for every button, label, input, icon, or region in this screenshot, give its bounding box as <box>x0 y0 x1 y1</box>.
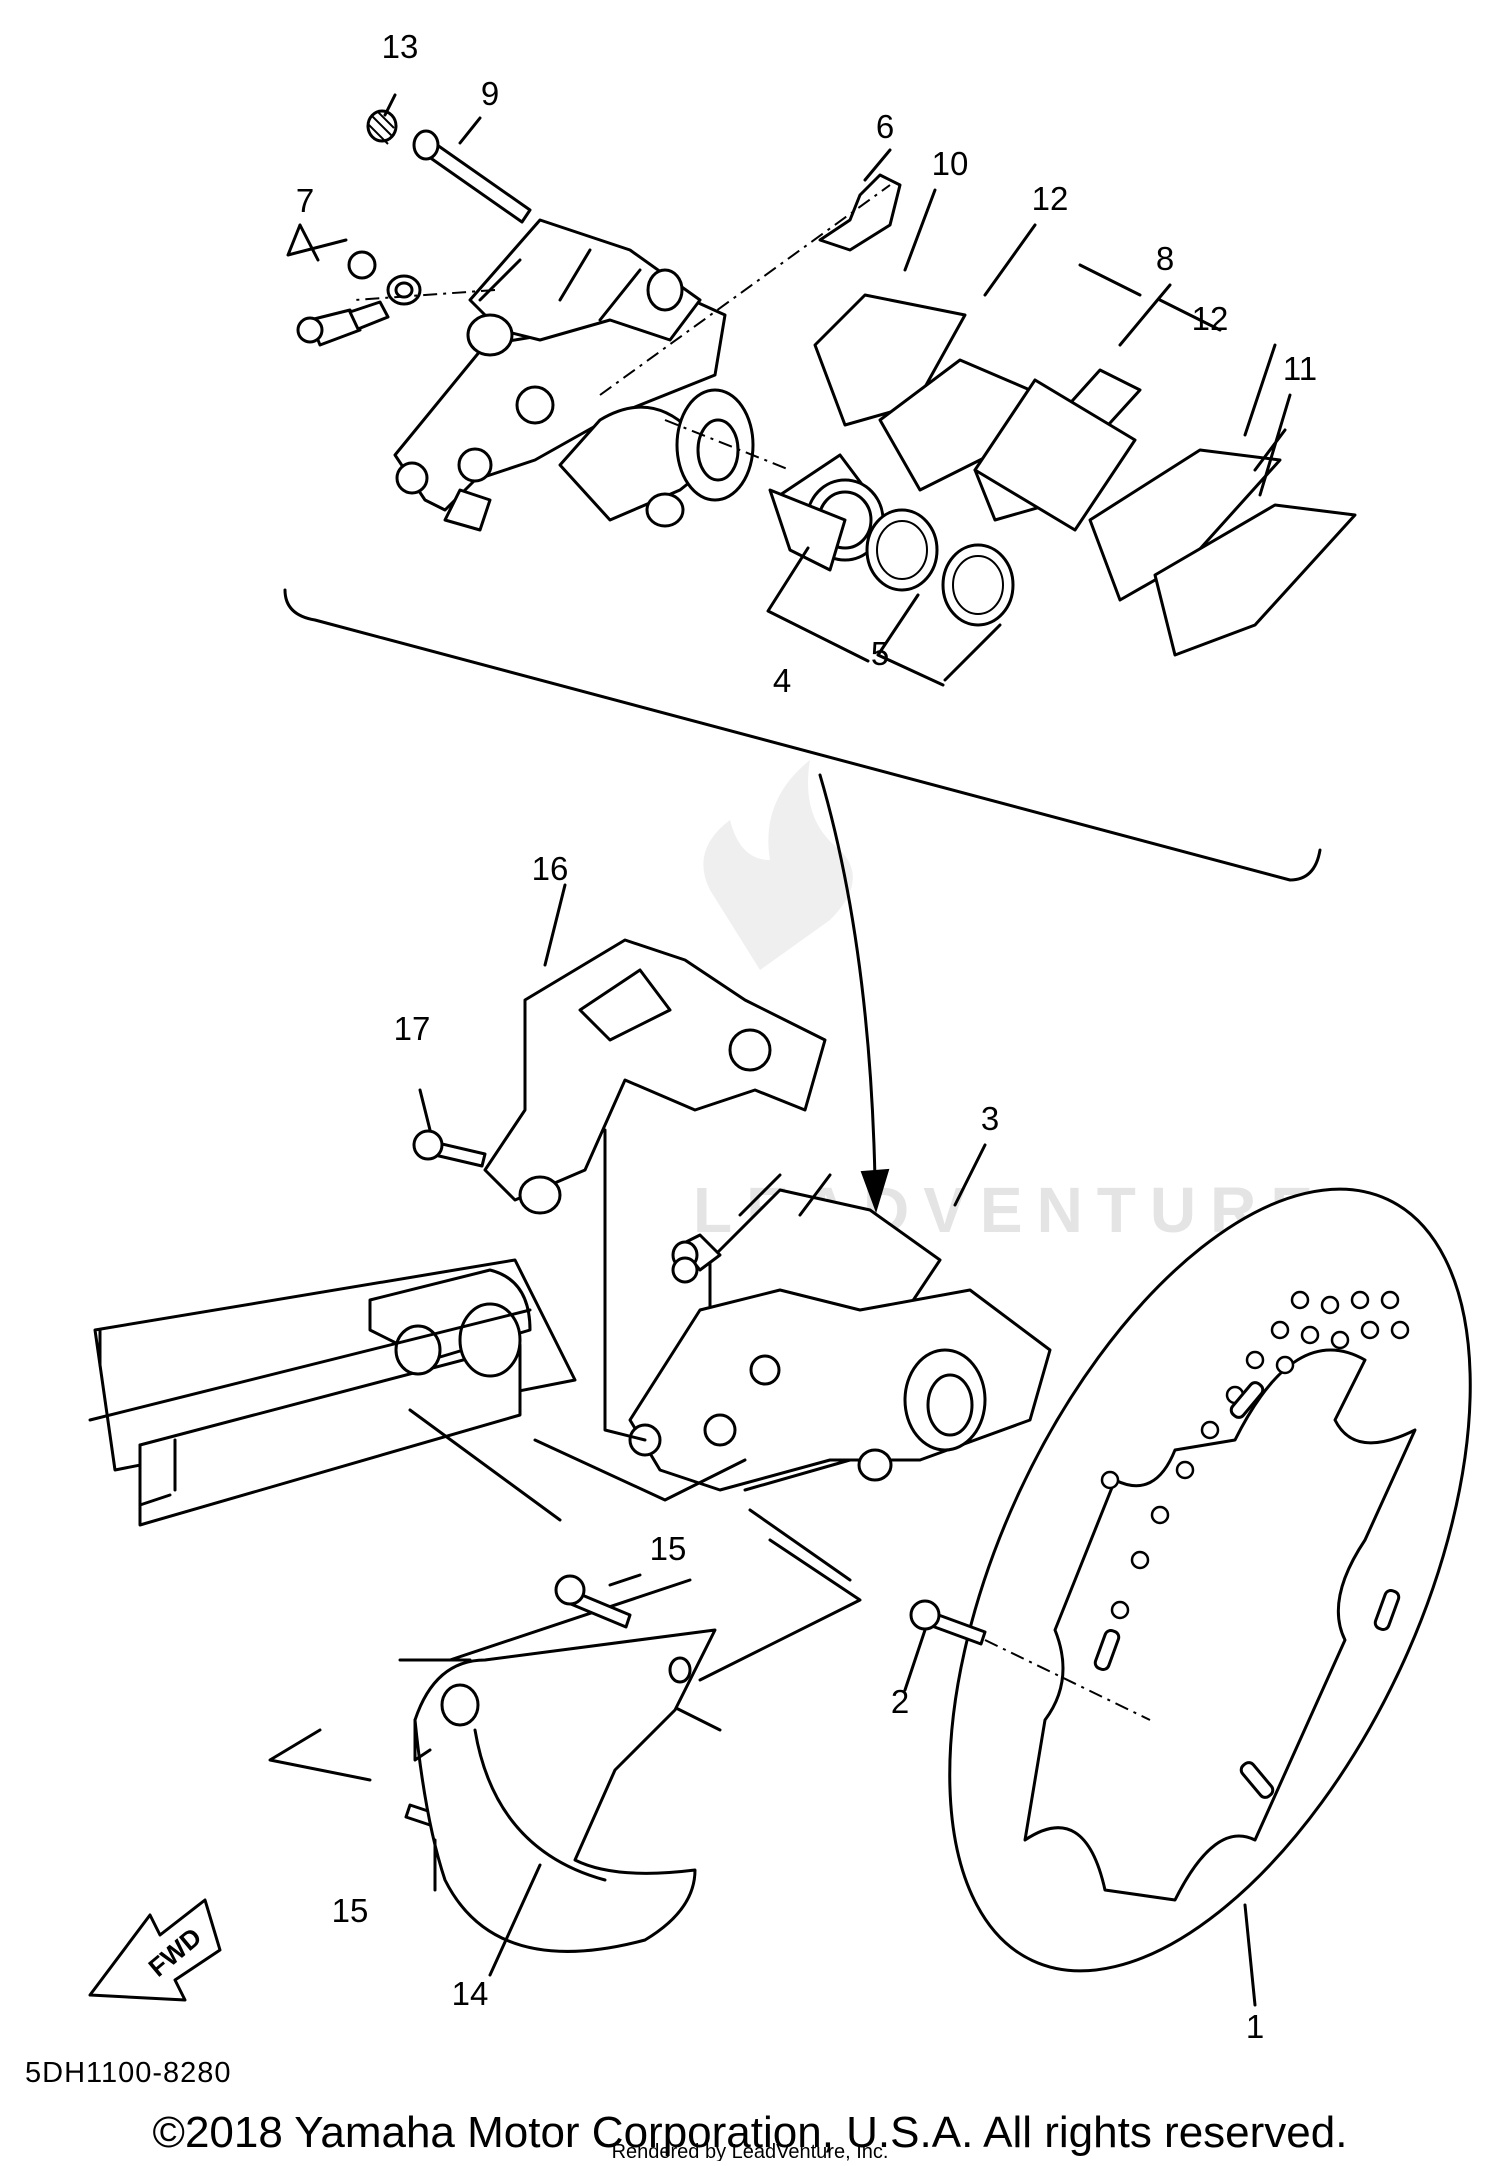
callout-11: 11 <box>1283 350 1317 387</box>
caliper-exploded-view <box>286 93 1357 687</box>
fwd-arrow: FWD <box>88 1898 222 2002</box>
rendered-by: Rendered by LeadVenture, Inc. <box>612 2141 889 2161</box>
callout-2: 2 <box>891 1683 909 1720</box>
watermark: LEADVENTURE <box>693 760 1313 1246</box>
group-bracket <box>283 588 1322 882</box>
callout-15-upper: 15 <box>650 1530 687 1567</box>
callout-4: 4 <box>773 662 791 699</box>
callout-12-right: 12 <box>1192 300 1229 337</box>
callout-1: 1 <box>1246 2008 1264 2045</box>
callout-3: 3 <box>981 1100 999 1137</box>
assembly-arrow <box>818 773 877 1182</box>
callout-13: 13 <box>382 28 419 65</box>
callout-16: 16 <box>532 850 569 887</box>
callout-5: 5 <box>871 635 889 672</box>
callout-6: 6 <box>876 108 894 145</box>
callout-9: 9 <box>481 75 499 112</box>
callout-labels: 13 9 7 6 10 12 8 12 11 4 5 16 17 3 15 2 … <box>296 28 1317 2045</box>
callout-8: 8 <box>1156 240 1174 277</box>
copyright: ©2018 Yamaha Motor Corporation, U.S.A. A… <box>153 2108 1348 2157</box>
callout-10: 10 <box>932 145 969 182</box>
installed-view: FWD <box>88 883 1472 2007</box>
callout-17: 17 <box>394 1010 431 1047</box>
callout-14: 14 <box>452 1975 489 2012</box>
diagram-code: 5DH1100-8280 <box>25 2057 232 2089</box>
callout-7: 7 <box>296 182 314 219</box>
disc-holes <box>1100 1290 1410 1620</box>
callout-15-lower: 15 <box>332 1892 369 1929</box>
callout-12-left: 12 <box>1032 180 1069 217</box>
